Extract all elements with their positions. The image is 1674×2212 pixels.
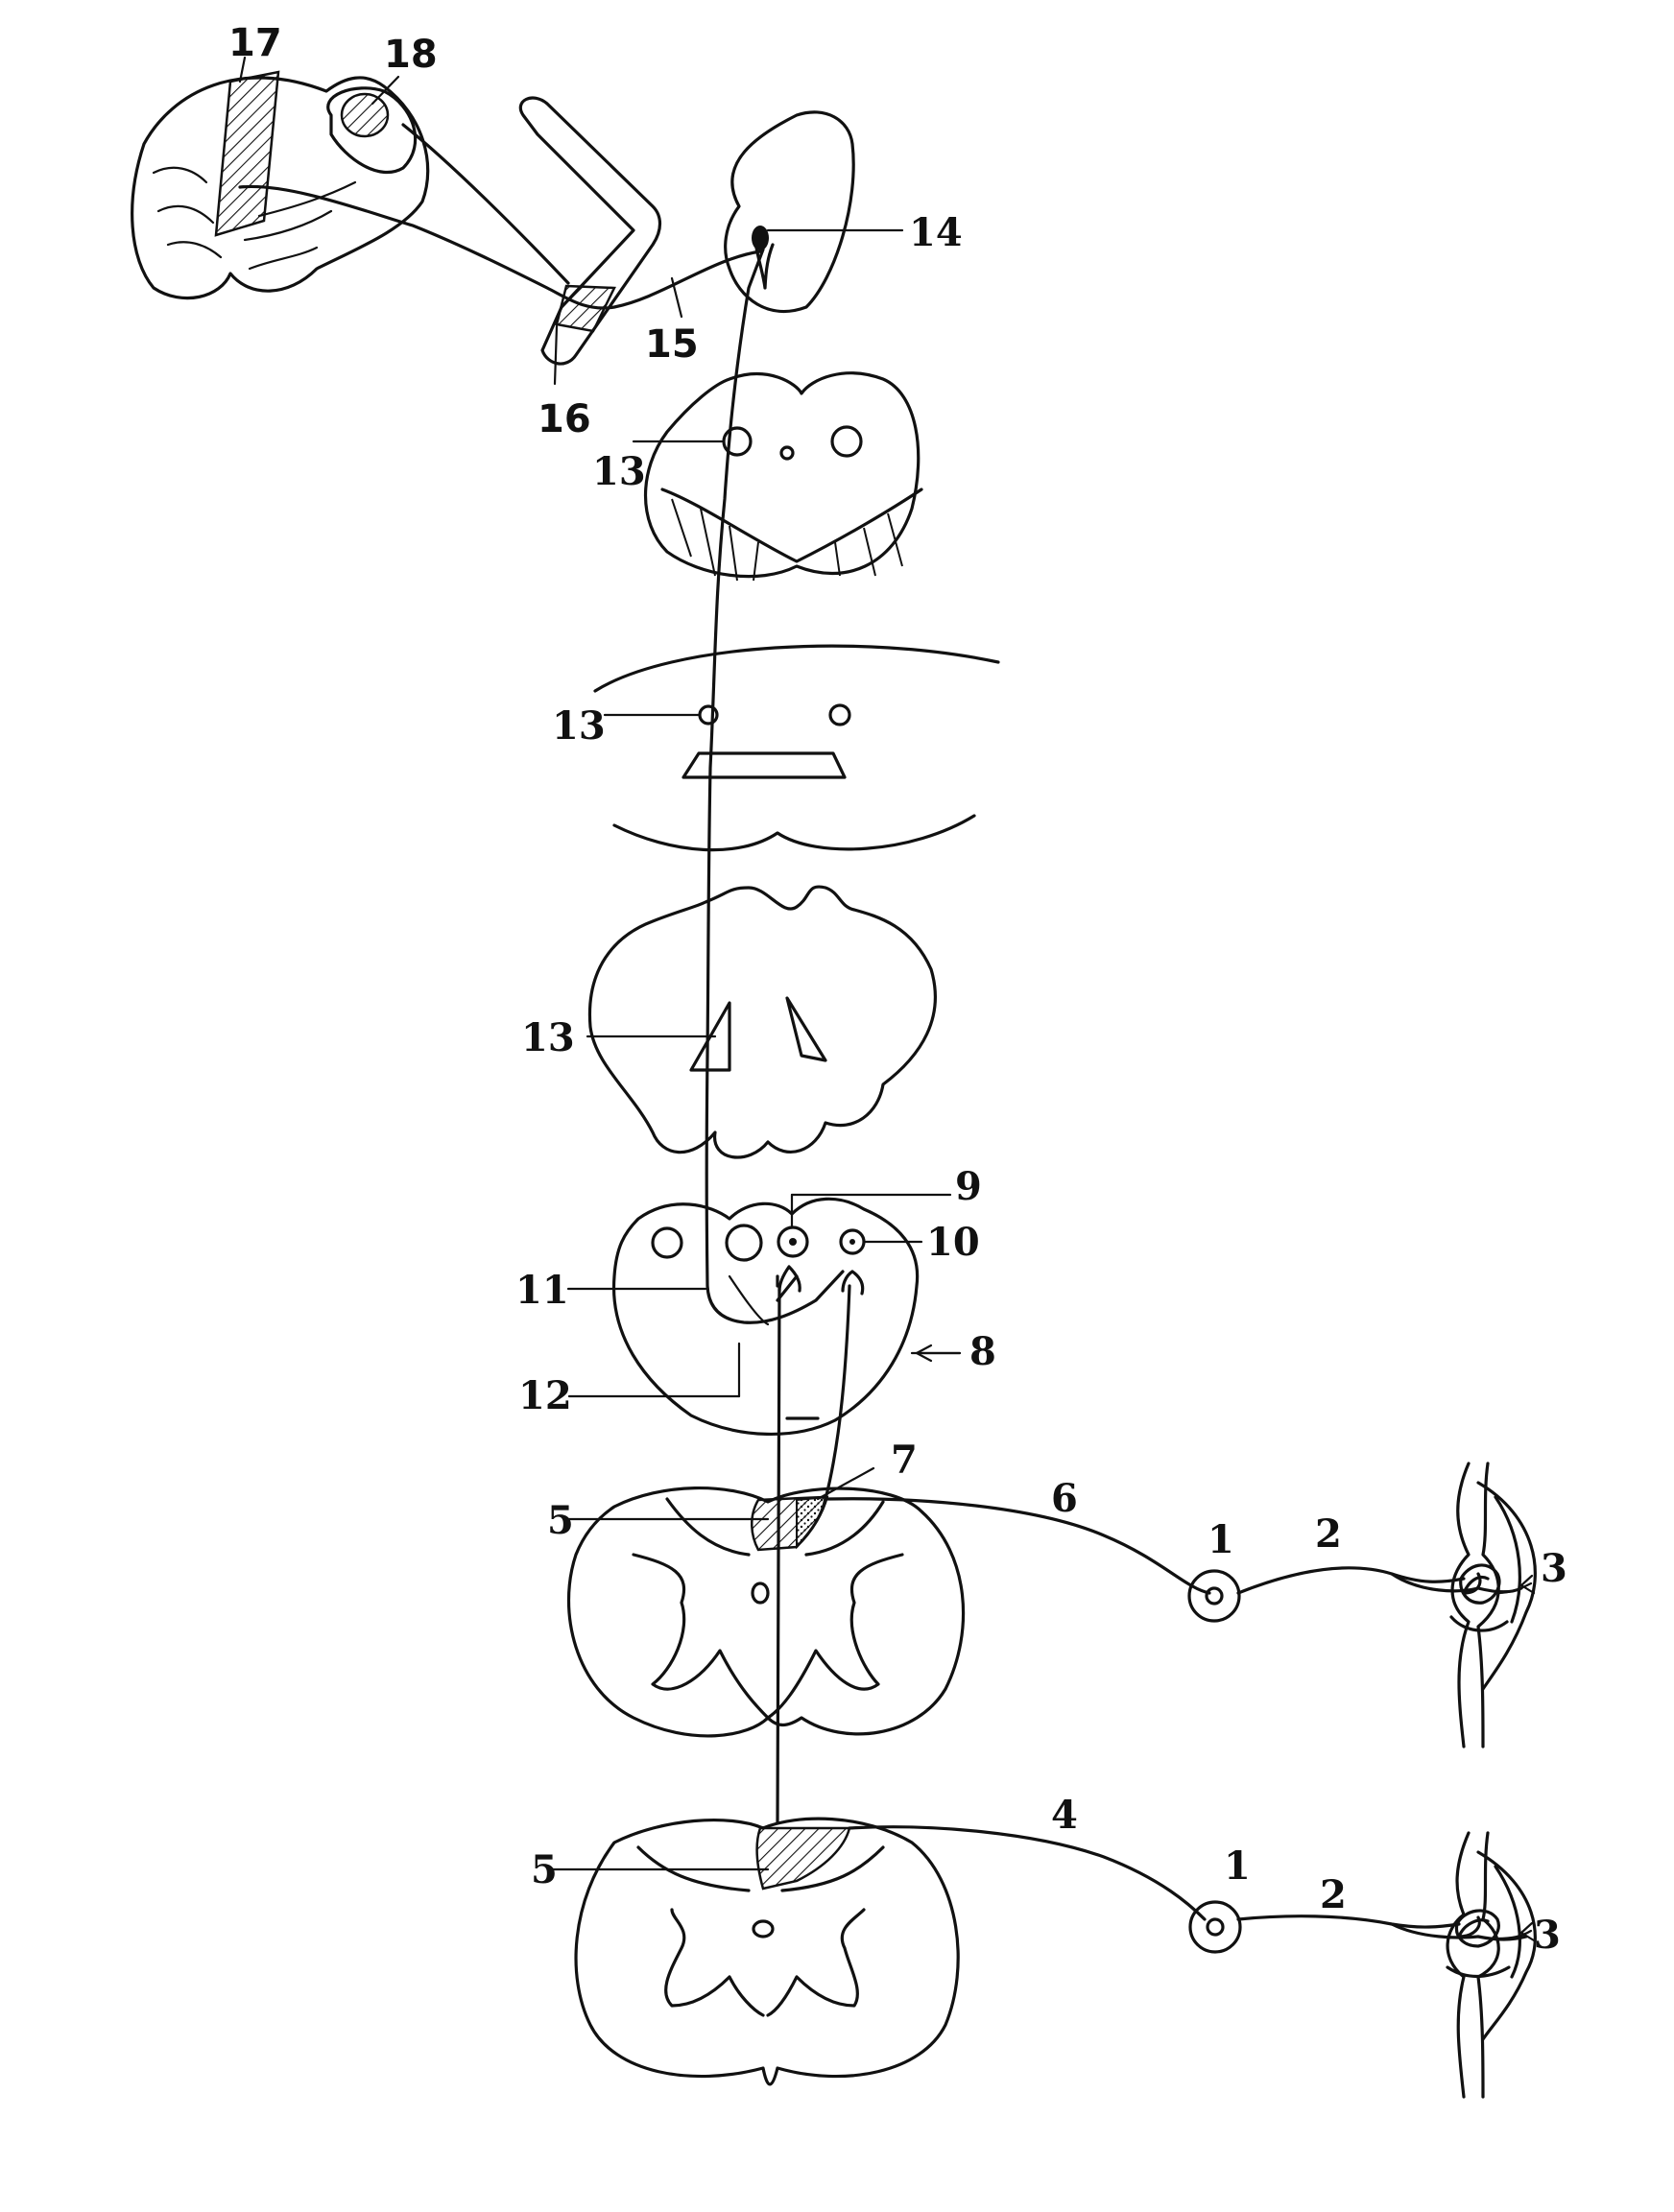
label-4: 4: [1051, 1793, 1078, 1838]
label-1-upper: 1: [1208, 1517, 1234, 1562]
cerebral-cortex: [131, 76, 430, 300]
label-7: 7: [891, 1438, 918, 1483]
peripheral-nerve-upper: [825, 1497, 1523, 1623]
label-13-pons: 13: [552, 703, 606, 749]
spinal-cord-cervical: [566, 1487, 966, 1738]
spinal-cord-lumbar: [574, 1817, 960, 2086]
label-12: 12: [518, 1373, 572, 1418]
label-10: 10: [926, 1220, 980, 1265]
labels: 17 18 14 15 16 13 13 13 9 10 11 8 12 7 6…: [228, 21, 1567, 1958]
thalamus-internal-capsule: [518, 96, 662, 366]
midbrain-section: [644, 371, 923, 582]
thalamic-nucleus: [724, 110, 855, 314]
label-14: 14: [909, 210, 963, 255]
peripheral-nerve-lower: [848, 1825, 1528, 1954]
sensory-pathway-fibres: [238, 123, 865, 1825]
label-6: 6: [1051, 1476, 1078, 1521]
label-9: 9: [955, 1164, 982, 1209]
joint-muscle-lower: [1446, 1831, 1537, 2099]
cerebral-peduncle-left-hatching: [671, 498, 759, 582]
leader-lines: [238, 56, 962, 1871]
label-1-lower: 1: [1224, 1843, 1251, 1889]
label-15: 15: [645, 322, 699, 367]
arrow-8: [915, 1344, 962, 1363]
label-2-lower: 2: [1320, 1872, 1347, 1917]
label-13-medulla: 13: [521, 1015, 575, 1060]
label-17: 17: [228, 21, 282, 65]
cortex-field-18: [340, 92, 390, 138]
label-3-lower: 3: [1534, 1913, 1561, 1958]
label-3-upper: 3: [1541, 1546, 1567, 1591]
pons-section: [593, 644, 1000, 852]
label-8: 8: [969, 1329, 996, 1374]
label-13-midbrain: 13: [592, 449, 646, 494]
cerebral-peduncle-right-hatching: [834, 512, 903, 577]
cortex-field-17: [214, 70, 280, 237]
medulla-oblongata-lower: [611, 1197, 920, 1437]
label-18: 18: [384, 33, 438, 77]
joint-muscle-upper: [1449, 1462, 1537, 1748]
medulla-oblongata-upper: [587, 885, 937, 1159]
label-5-lower: 5: [531, 1847, 558, 1892]
label-2-upper: 2: [1315, 1511, 1342, 1557]
label-11: 11: [515, 1268, 569, 1313]
label-5-upper: 5: [547, 1498, 574, 1543]
label-16: 16: [538, 397, 591, 441]
